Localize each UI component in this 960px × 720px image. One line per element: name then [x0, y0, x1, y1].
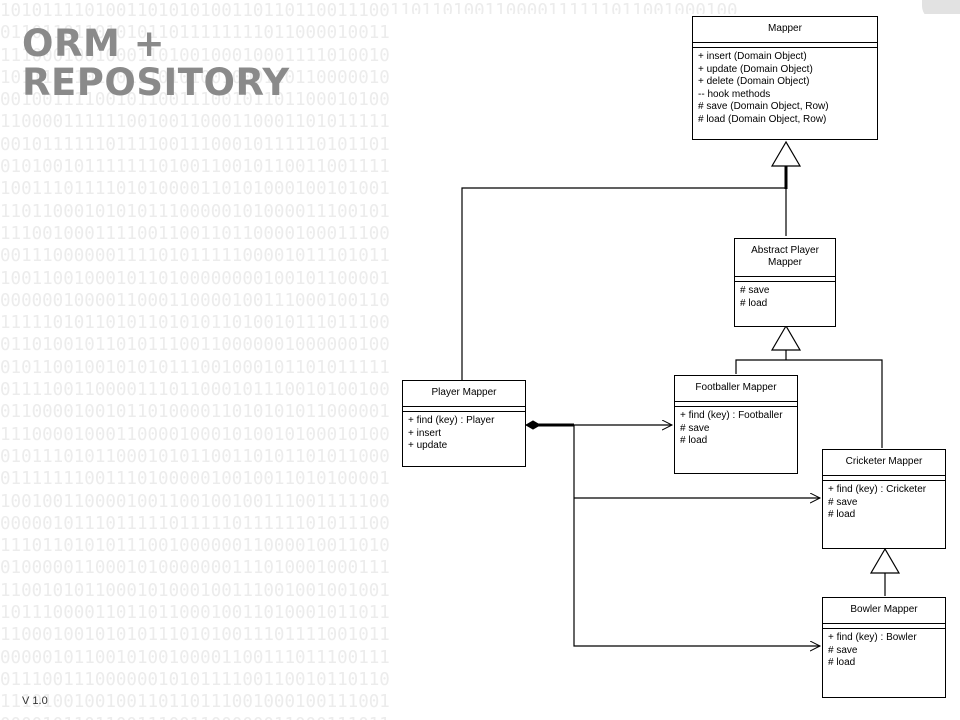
generalization-arrowhead-cricketer [869, 547, 901, 574]
attribute-compartment [675, 402, 797, 407]
generalization-arrowhead-mapper [770, 140, 802, 167]
attribute-compartment [735, 277, 835, 282]
operation-compartment: + find (key) : Footballer # save # load [675, 407, 797, 448]
operation: # load [680, 435, 708, 447]
slide-title: ORM + Repository [22, 22, 290, 104]
operation: # load [740, 297, 768, 309]
attribute-compartment [823, 476, 945, 481]
operation: # save (Domain Object, Row) [698, 101, 829, 113]
class-name: Mapper [693, 17, 877, 43]
composition-line-to-bowler [573, 425, 820, 646]
operation: + find (key) : Player [408, 415, 495, 426]
class-name: Bowler Mapper [823, 598, 945, 624]
version-label: V 1.0 [22, 695, 48, 707]
operation: + insert (Domain Object) [698, 51, 807, 62]
class-name: Player Mapper [403, 381, 525, 407]
operation-compartment: + find (key) : Cricketer # save # load [823, 481, 945, 522]
class-name: Cricketer Mapper [823, 450, 945, 476]
uml-class-diagram: Mapper + insert (Domain Object) + update… [390, 14, 960, 720]
operation: + delete (Domain Object) [698, 76, 810, 88]
operation: # save [828, 644, 858, 656]
operation: # save [740, 285, 770, 296]
operation: # load [828, 657, 856, 669]
class-name: Abstract Player Mapper [735, 239, 835, 277]
relationship-lines [461, 140, 901, 720]
operation: # load [828, 509, 856, 521]
attribute-compartment [693, 43, 877, 48]
class-mapper[interactable]: Mapper + insert (Domain Object) + update… [692, 16, 878, 140]
operation-compartment: + find (key) : Bowler # save # load [823, 629, 945, 670]
operation: # save [680, 422, 710, 434]
class-cricketer-mapper[interactable]: Cricketer Mapper + find (key) : Crickete… [822, 449, 946, 549]
operation: + find (key) : Footballer [680, 410, 783, 421]
attribute-compartment [823, 624, 945, 629]
operation-compartment: # save # load [735, 282, 835, 310]
class-bowler-mapper[interactable]: Bowler Mapper + find (key) : Bowler # sa… [822, 597, 946, 698]
class-name: Footballer Mapper [675, 376, 797, 402]
generalization-line-player-to-mapper [461, 187, 786, 380]
generalization-arrowhead-abstract [770, 324, 802, 351]
operation: + find (key) : Bowler [828, 632, 917, 643]
operation: # save [828, 496, 858, 508]
composition-diamond [524, 420, 542, 430]
generalization-line-footballer-to-abstract [735, 359, 883, 448]
operation: + update (Domain Object) [698, 63, 813, 75]
operation: # load (Domain Object, Row) [698, 113, 827, 125]
operation: -- hook methods [698, 88, 771, 100]
class-abstract-player-mapper[interactable]: Abstract Player Mapper # save # load [734, 238, 836, 327]
attribute-compartment [403, 407, 525, 412]
operation-compartment: + insert (Domain Object) + update (Domai… [693, 48, 877, 127]
class-player-mapper[interactable]: Player Mapper + find (key) : Player + in… [402, 380, 526, 467]
class-footballer-mapper[interactable]: Footballer Mapper + find (key) : Footbal… [674, 375, 798, 474]
operation: + update [408, 440, 448, 452]
operation: + find (key) : Cricketer [828, 484, 927, 495]
operation: + insert [408, 427, 442, 439]
operation-compartment: + find (key) : Player + insert + update [403, 412, 525, 453]
